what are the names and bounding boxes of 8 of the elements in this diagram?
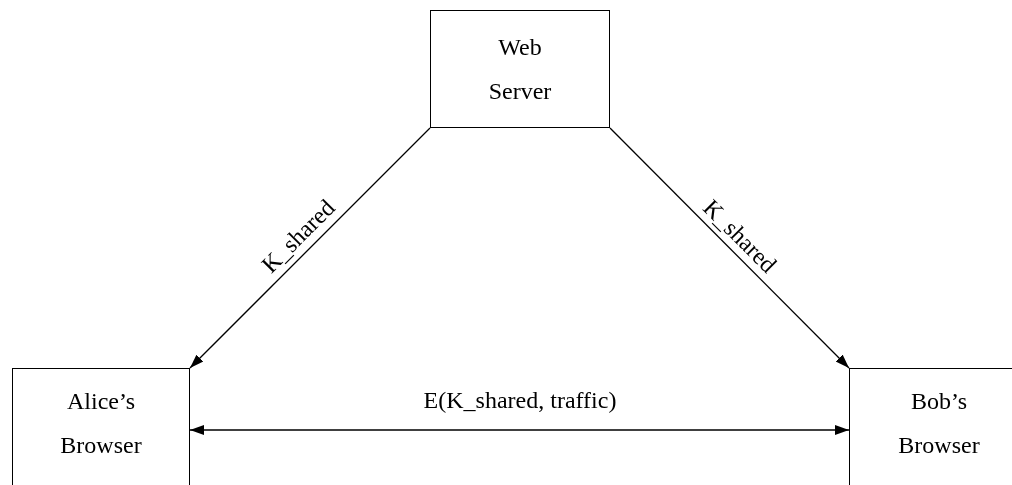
process-box [430,10,610,128]
node-label: Alice’s Browser [59,387,143,460]
arrow [189,425,850,435]
arrow [609,127,850,369]
node-label: Bob’s Browser [897,387,981,460]
node-label: Web Server [487,33,553,106]
process-box [12,368,190,485]
arrow [189,127,431,369]
